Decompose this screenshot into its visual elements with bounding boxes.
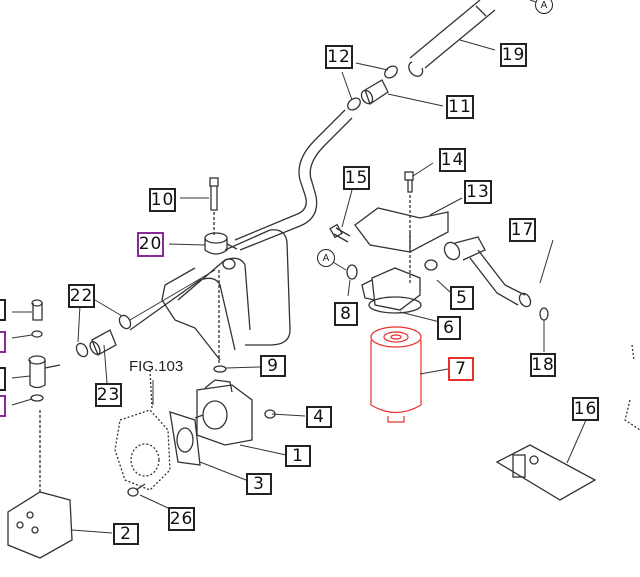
callout-13[interactable]: 13 [464,180,492,204]
callout-12[interactable]: 12 [325,45,353,69]
callout-1[interactable]: 1 [285,445,311,467]
engine-reference-outline [114,369,171,491]
callout-left-partial-3[interactable]: 1 [0,367,6,391]
adjacent-part-outline [624,344,640,431]
gasket-part-3[interactable] [169,411,201,466]
o-ring-part-8[interactable] [346,264,358,280]
callout-26[interactable]: 26 [168,507,195,531]
connection-marker-a-top: A [535,0,553,14]
callout-16[interactable]: 16 [572,397,599,421]
washer-left-lower[interactable] [30,394,44,402]
callout-5[interactable]: 5 [450,286,474,310]
callout-18[interactable]: 18 [530,353,556,377]
callout-15[interactable]: 15 [343,166,370,190]
hose-part-23[interactable] [88,329,117,356]
callout-2[interactable]: 2 [113,523,139,545]
callout-14[interactable]: 14 [439,148,466,172]
callout-23[interactable]: 23 [95,383,122,407]
callout-20[interactable]: 20 [137,232,164,257]
connection-marker-a: A [317,249,335,267]
o-ring-part-5[interactable] [424,259,438,271]
o-ring-part-18[interactable] [539,307,549,321]
bolt-part-14[interactable] [404,171,414,285]
figure-reference-label[interactable]: FIG.103 [129,358,184,375]
callout-17[interactable]: 17 [509,218,536,242]
callout-left-partial-2[interactable]: 5 [0,331,6,353]
callout-7[interactable]: 7 [448,357,474,381]
banjo-part-left[interactable] [28,355,61,389]
bolt-left[interactable] [31,299,43,321]
callout-10[interactable]: 10 [149,188,176,212]
callout-22[interactable]: 22 [68,284,95,308]
clamp-part-12[interactable] [345,64,399,113]
hose-part-19[interactable] [408,0,496,77]
callout-4[interactable]: 4 [306,406,332,428]
bolt-part-10[interactable] [209,177,219,235]
callout-left-partial-1[interactable]: 4 [0,299,6,321]
filter-head-part-6[interactable] [361,267,422,314]
callout-6[interactable]: 6 [437,316,461,340]
washer-left-upper[interactable] [31,330,43,338]
filter-part-7[interactable] [370,326,422,423]
callout-8[interactable]: 8 [334,302,358,326]
pump-part-2[interactable] [7,410,73,559]
bracket-part-13[interactable] [354,207,449,253]
banjo-fitting-part-20[interactable] [204,232,238,270]
callout-3[interactable]: 3 [246,473,272,495]
callout-9[interactable]: 9 [260,355,286,377]
hose-part-11[interactable] [359,79,389,106]
pipe-part-17[interactable] [441,236,532,309]
callout-19[interactable]: 19 [500,43,527,67]
washer-part-9[interactable] [213,365,227,373]
pump-part-1[interactable] [194,379,253,446]
callout-left-partial-4[interactable]: 6 [0,395,6,417]
plate-part-16[interactable] [495,444,597,501]
callout-11[interactable]: 11 [446,95,474,119]
bolt-part-15[interactable] [329,223,351,243]
bolt-part-26[interactable] [127,483,146,497]
